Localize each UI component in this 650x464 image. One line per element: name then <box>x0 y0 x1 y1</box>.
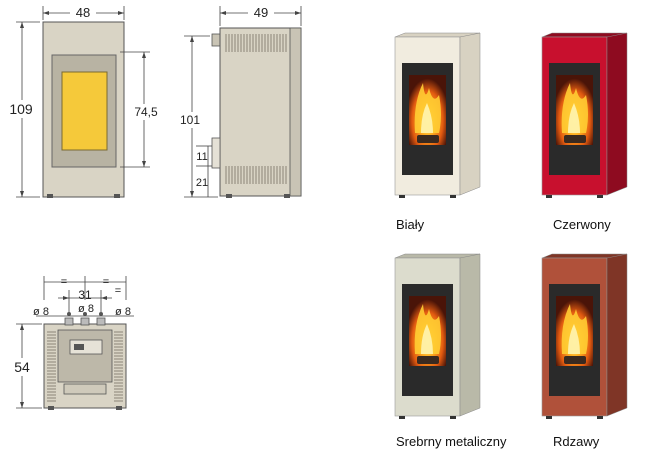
burn-pot <box>564 356 586 364</box>
dim-back-eq-1: = <box>61 276 67 288</box>
stove-side-panel <box>606 32 628 196</box>
dim-hole-center: ø 8 <box>78 303 94 315</box>
dim-side-gap-1: 11 <box>196 151 207 163</box>
stove-white <box>394 32 481 198</box>
stove-variants <box>394 32 628 419</box>
stove-red <box>541 32 628 198</box>
dim-hole-right: ø 8 <box>115 306 131 318</box>
flame <box>568 103 580 133</box>
burn-pot <box>564 135 586 143</box>
flame <box>568 324 580 354</box>
back-view: = = 31 = ø 8 ø 8 ø 8 54 <box>8 276 134 410</box>
stove-side-panel <box>606 253 628 417</box>
stove-rust <box>541 253 628 419</box>
variant-label-rust: Rdzawy <box>553 434 600 449</box>
variant-label-silver: Srebrny metaliczny <box>396 434 507 449</box>
stove-silver <box>394 253 481 419</box>
dim-front-width: 48 <box>76 5 90 20</box>
variant-label-white: Biały <box>396 217 425 232</box>
burn-pot <box>417 135 439 143</box>
dim-back-eq-2: = <box>103 276 109 288</box>
variant-label-red: Czerwony <box>553 217 611 232</box>
dim-hole-left: ø 8 <box>33 306 49 318</box>
dim-front-height: 109 <box>9 101 33 117</box>
dim-side-height: 101 <box>180 113 200 127</box>
dim-side-depth: 49 <box>254 5 268 20</box>
dim-window-height: 74,5 <box>134 105 158 119</box>
stove-side-panel <box>459 32 481 196</box>
dim-back-eq-3: = <box>115 285 121 297</box>
side-body <box>219 27 302 197</box>
side-view: 49 101 11 21 <box>176 5 302 198</box>
stove-side-panel <box>459 253 481 417</box>
dim-back-height: 54 <box>14 359 30 375</box>
dim-back-spacing: 31 <box>78 288 92 302</box>
flame <box>421 103 433 133</box>
front-window <box>61 71 108 151</box>
dim-side-gap-2: 21 <box>196 177 208 189</box>
front-view: 48 109 74,5 <box>6 5 162 198</box>
burn-pot <box>417 356 439 364</box>
flame <box>421 324 433 354</box>
